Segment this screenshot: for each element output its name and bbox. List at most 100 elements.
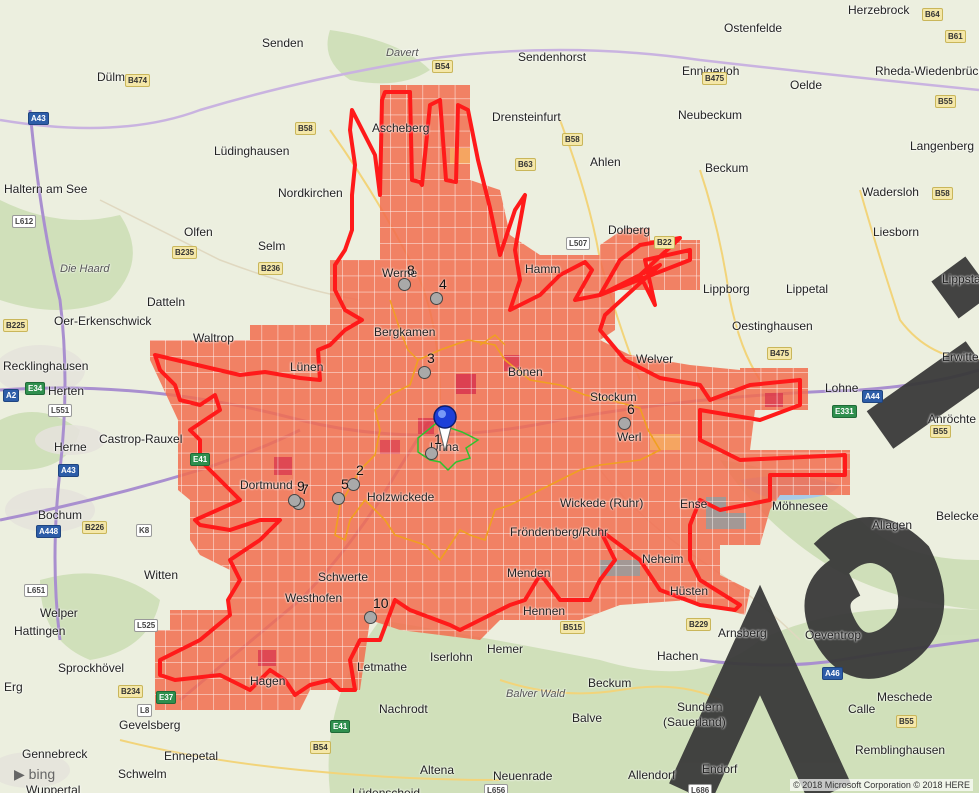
town-label: Oer-Erkenschwick	[54, 314, 152, 328]
town-label: Nachrodt	[379, 702, 428, 716]
town-label: Bönen	[508, 365, 543, 379]
town-label: Menden	[507, 566, 551, 580]
road-shield: L656	[484, 784, 509, 793]
town-label: Lippetal	[786, 282, 829, 296]
site-marker-label: 5	[341, 476, 349, 492]
town-label: Werl	[617, 430, 642, 444]
site-marker-dot[interactable]	[418, 366, 431, 379]
town-label: Sprockhövel	[58, 661, 125, 675]
road-shield: B58	[295, 122, 316, 135]
road-shield: B475	[702, 72, 728, 85]
site-marker-label: 9	[297, 478, 305, 494]
town-label: Davert	[386, 47, 419, 59]
town-label: Castrop-Rauxel	[99, 432, 183, 446]
site-marker-label: 8	[407, 262, 415, 278]
town-label: Hüsten	[670, 584, 709, 598]
site-marker-dot[interactable]	[430, 292, 443, 305]
town-label: Hagen	[250, 674, 286, 688]
road-shield: B474	[125, 74, 151, 87]
road-shield: E41	[190, 453, 211, 466]
town-label: Dortmund	[240, 478, 293, 492]
town-label: Herne	[54, 440, 87, 454]
town-label: Olfen	[184, 225, 213, 239]
town-label: Neuenrade	[493, 769, 553, 783]
town-label: Welver	[636, 352, 674, 366]
town-label: Oestinghausen	[732, 319, 813, 333]
outer-isoline	[153, 90, 847, 697]
road-shield: B63	[515, 158, 536, 171]
road-shield: E41	[330, 720, 351, 733]
town-label: Neubeckum	[678, 108, 743, 122]
town-label: Hamm	[525, 262, 561, 276]
town-label: Iserlohn	[430, 650, 473, 664]
road-shield: B226	[82, 521, 108, 534]
site-marker-dot[interactable]	[364, 611, 377, 624]
town-label: Lippborg	[703, 282, 750, 296]
town-label: Ostenfelde	[724, 21, 783, 35]
town-label: Ennepetal	[164, 749, 219, 763]
town-label: Nordkirchen	[278, 186, 343, 200]
copyright-text: © 2018 Microsoft Corporation © 2018 HERE	[790, 779, 973, 791]
town-label: Beckum	[588, 676, 632, 690]
road-shield: B515	[560, 621, 586, 634]
town-label: Oelde	[790, 78, 823, 92]
town-label: Allagen	[872, 518, 913, 532]
town-label: Hachen	[657, 649, 699, 663]
town-label: Hennen	[523, 604, 566, 618]
town-label: Lüdenscheid	[352, 786, 421, 793]
site-marker-dot[interactable]	[618, 417, 631, 430]
road-shield: A448	[36, 525, 62, 538]
town-label: Wadersloh	[862, 185, 919, 199]
town-label: Welper	[40, 606, 78, 620]
road-shield: B58	[562, 133, 583, 146]
town-label: Beckum	[705, 161, 749, 175]
town-label: Herten	[48, 384, 85, 398]
town-label: Calle	[848, 702, 876, 716]
location-pin-icon[interactable]	[433, 405, 457, 452]
town-label: Drensteinfurt	[492, 110, 561, 124]
road-shield: B475	[767, 347, 793, 360]
town-label: Balver Wald	[506, 688, 566, 700]
town-label: Ahlen	[590, 155, 621, 169]
town-label: Herzebrock	[848, 3, 910, 17]
town-label: Lünen	[290, 360, 324, 374]
road-shield: L686	[688, 784, 713, 793]
road-shield: B225	[3, 319, 29, 332]
road-shield: B235	[172, 246, 198, 259]
town-label: Lohne	[825, 381, 859, 395]
site-marker-dot[interactable]	[347, 478, 360, 491]
town-label: Balve	[572, 711, 603, 725]
site-marker-label: 3	[427, 350, 435, 366]
town-label: (Sauerland)	[663, 715, 726, 729]
site-marker-dot[interactable]	[425, 447, 438, 460]
site-marker-dot[interactable]	[288, 494, 301, 507]
town-label: Liesborn	[873, 225, 920, 239]
town-label: Westhofen	[285, 591, 343, 605]
town-label: Stockum	[590, 390, 637, 404]
town-label: Wuppertal	[26, 783, 81, 793]
road-shield: B55	[896, 715, 917, 728]
town-label: Holzwickede	[367, 490, 435, 504]
town-label: Anröchte	[928, 412, 977, 426]
site-marker-label: 7	[301, 481, 309, 497]
site-marker-dot[interactable]	[398, 278, 411, 291]
town-label: Möhnesee	[772, 499, 829, 513]
town-label: Sundern	[677, 700, 723, 714]
road-shield: B229	[686, 618, 712, 631]
road-shield: E34	[25, 382, 46, 395]
bing-logo: ▶ bing	[14, 766, 56, 782]
town-label: Ense	[680, 497, 708, 511]
town-label: Oeventrop	[805, 628, 862, 642]
site-marker-label: 10	[373, 595, 389, 611]
town-label: Altena	[420, 763, 455, 777]
site-marker-dot[interactable]	[332, 492, 345, 505]
town-label: Datteln	[147, 295, 186, 309]
road-shield: A46	[822, 667, 843, 680]
road-shield: L8	[137, 704, 153, 717]
road-shield: B58	[932, 187, 953, 200]
town-label: Schwelm	[118, 767, 167, 781]
town-label: Die Haard	[60, 263, 110, 275]
town-label: Hattingen	[14, 624, 66, 638]
